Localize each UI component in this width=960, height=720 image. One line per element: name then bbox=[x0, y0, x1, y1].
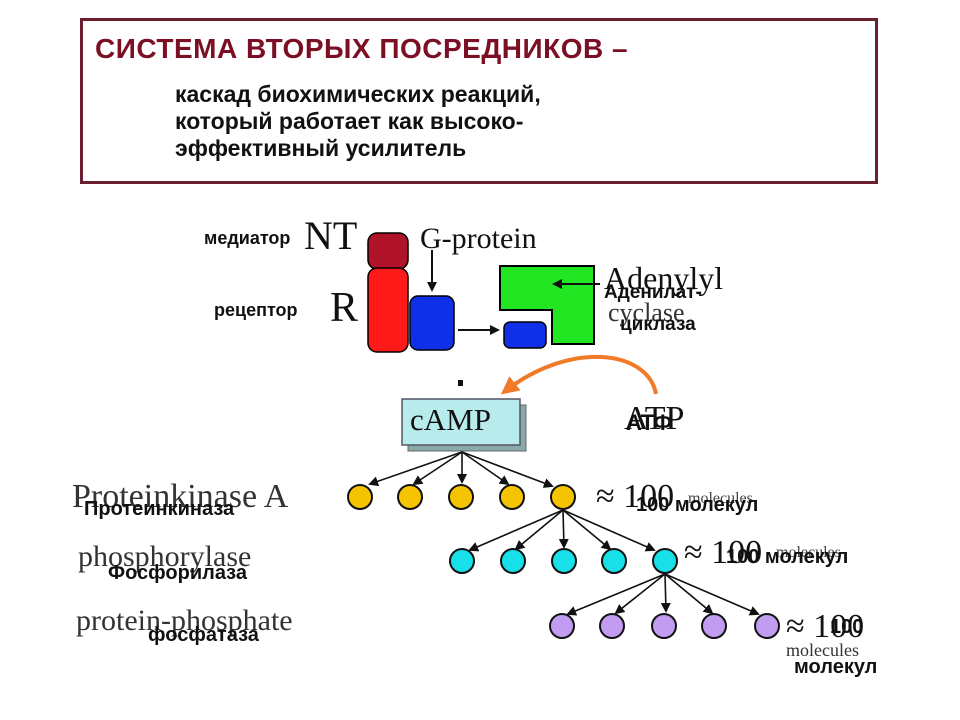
camp-box bbox=[401, 398, 521, 446]
mediator-label-ru: медиатор bbox=[204, 228, 291, 248]
molecules-ru-label-1: 100 молекул bbox=[636, 494, 759, 516]
adenylyl-label-ru-1: Аденилат- bbox=[604, 282, 702, 303]
adenylyl-label-ru-2: циклаза bbox=[620, 314, 696, 335]
atp-to-camp-arrow bbox=[500, 354, 658, 395]
adenylyl-label-en-2: cyclase bbox=[608, 298, 685, 327]
tier2-circles bbox=[449, 548, 678, 574]
kinase-label-ru: Протеинкиназа bbox=[84, 498, 235, 520]
g-protein-shape bbox=[409, 295, 455, 351]
g-protein-label: G-protein bbox=[420, 222, 537, 255]
phosphatase-label-en: protein-phosphate bbox=[76, 604, 293, 637]
page-title: СИСТЕМА ВТОРЫХ ПОСРЕДНИКОВ – bbox=[95, 33, 629, 64]
adenylyl-cyclase-shape bbox=[499, 265, 595, 345]
approx-label-3-ru: 100 bbox=[830, 616, 864, 638]
camp-arrows bbox=[368, 451, 554, 488]
receptor-label-ru: рецептор bbox=[214, 300, 298, 320]
r-label: R bbox=[330, 285, 359, 331]
phosphatase-label-ru: фосфатаза bbox=[148, 624, 259, 646]
approx-label-3: ≈ 100 bbox=[786, 608, 865, 645]
subtitle-line: каскад биохимических реакций, bbox=[175, 81, 541, 107]
subtitle-line: который работает как высоко- bbox=[175, 108, 524, 134]
phosphorylase-label-ru: Фосфорилаза bbox=[108, 562, 247, 584]
molecules-ru-label-3: молекул bbox=[794, 656, 878, 678]
adenylyl-label-en-1: Adenylyl bbox=[604, 260, 724, 296]
molecules-en-label-2: molecules bbox=[776, 544, 841, 561]
camp-label: cAMP bbox=[410, 402, 491, 437]
molecules-en-label-3: molecules bbox=[786, 640, 859, 660]
mediator-shape bbox=[367, 232, 409, 270]
receptor-shape bbox=[367, 267, 409, 353]
molecules-en-label-1: molecules bbox=[688, 490, 753, 507]
dot-marker bbox=[458, 380, 463, 386]
approx-label-1: ≈ 100 bbox=[596, 478, 675, 515]
atp-label-en: ATP bbox=[624, 400, 685, 437]
tier2-arrows bbox=[566, 573, 760, 616]
g-protein-subunit-shape bbox=[503, 321, 547, 349]
nt-label: NT bbox=[304, 213, 358, 258]
phosphorylase-label-en: phosphorylase bbox=[78, 540, 252, 573]
tier1-circles bbox=[347, 484, 576, 510]
subtitle-line: эффективный усилитель bbox=[175, 135, 467, 161]
tier1-arrows bbox=[468, 509, 656, 552]
kinase-label-en: Proteinkinase A bbox=[72, 478, 289, 515]
approx-label-2: ≈ 100 bbox=[684, 534, 763, 571]
atp-label-ru: АТФ bbox=[626, 410, 673, 435]
tier3-circles bbox=[549, 613, 780, 639]
molecules-ru-label-2: 100 молекул bbox=[726, 546, 849, 568]
title-box: СИСТЕМА ВТОРЫХ ПОСРЕДНИКОВ – каскад биох… bbox=[80, 18, 878, 184]
page-subtitle: каскад биохимических реакций, который ра… bbox=[175, 81, 541, 162]
